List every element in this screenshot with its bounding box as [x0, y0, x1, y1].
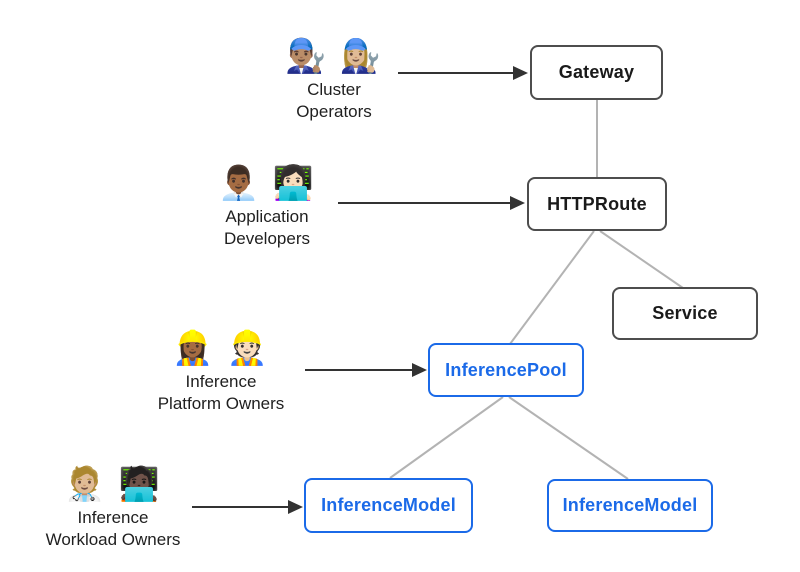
persona-label-line: Operators [296, 102, 372, 121]
node-gateway: Gateway [530, 45, 663, 100]
persona-label-line: Cluster [307, 80, 361, 100]
persona-label-line: Workload Owners [45, 530, 181, 549]
persona-inference-workload-owners: 🧑🏼‍⚕️ 🧑🏿‍💻 Inference Workload Owners [8, 464, 218, 551]
arrow-cluster-operators-to-gateway [398, 66, 528, 80]
node-inferencemodel-right: InferenceModel [547, 479, 713, 532]
persona-application-developers: 👨🏾‍💼 👩🏻‍💻 Application Developers [162, 163, 372, 250]
connector-inferencepool-inferencemodel-1 [389, 396, 504, 479]
arrow-application-developers-to-httproute [338, 196, 525, 210]
node-inferencepool: InferencePool [428, 343, 584, 397]
node-httproute: HTTPRoute [527, 177, 667, 231]
connector-inferencepool-inferencemodel-2 [508, 396, 629, 480]
connector-httproute-service [599, 230, 684, 289]
arrow-inference-platform-owners-to-inferencepool [305, 363, 427, 377]
persona-cluster-operators: 👨🏽‍🔧 👩🏼‍🔧 Cluster Operators [229, 36, 439, 123]
persona-label-line: Inference [185, 372, 257, 392]
connector-httproute-inferencepool [509, 230, 595, 345]
inference-workload-owners-emoji-icon: 🧑🏼‍⚕️ 🧑🏿‍💻 [64, 465, 162, 502]
arrow-inference-workload-owners-to-inferencemodel [192, 500, 303, 514]
persona-label-line: Developers [224, 229, 310, 248]
inference-platform-owners-emoji-icon: 👷🏾‍♀️ 👷🏻 [172, 329, 270, 366]
node-service: Service [612, 287, 758, 340]
application-developers-emoji-icon: 👨🏾‍💼 👩🏻‍💻 [218, 164, 316, 201]
persona-inference-platform-owners: 👷🏾‍♀️ 👷🏻 Inference Platform Owners [116, 328, 326, 415]
node-inferencemodel-left: InferenceModel [304, 478, 473, 533]
cluster-operators-emoji-icon: 👨🏽‍🔧 👩🏼‍🔧 [285, 37, 383, 74]
persona-label-line: Application [225, 207, 309, 227]
persona-label-line: Platform Owners [157, 394, 285, 413]
persona-label-line: Inference [77, 508, 149, 528]
